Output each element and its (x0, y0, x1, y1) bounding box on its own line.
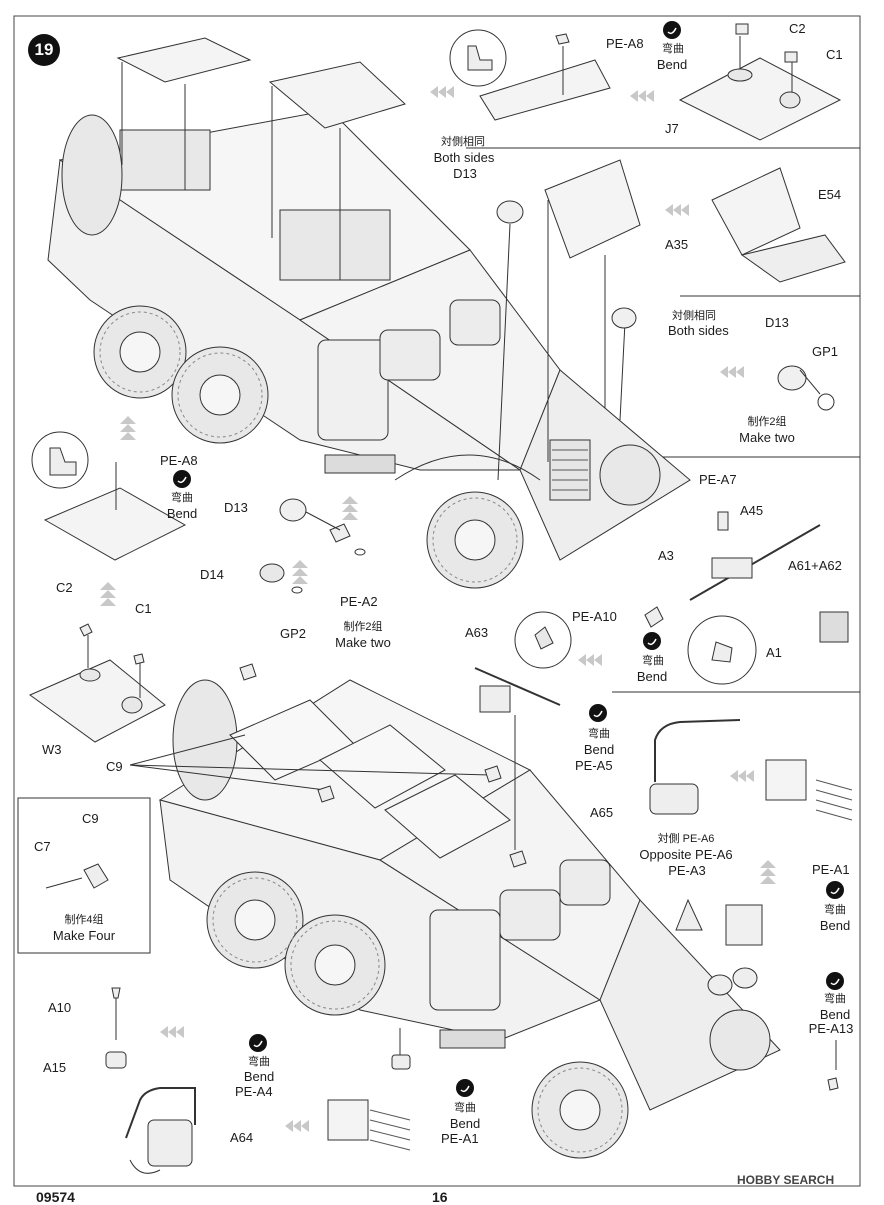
label-c2-top: C2 (789, 21, 806, 36)
label-pe-a10: PE-A10 (572, 609, 617, 624)
bend-cn-3: 弯曲 (642, 655, 664, 667)
label-a1: A1 (766, 645, 782, 660)
label-a65: A65 (590, 805, 614, 820)
label-d13-top: D13 (453, 166, 477, 181)
label-gp1: GP1 (812, 344, 839, 359)
label-c7: C7 (34, 839, 51, 854)
label-c9-inset: C9 (82, 811, 99, 826)
label-a35: A35 (665, 237, 689, 252)
opp-pe-a6-cn: 対側 PE-A6 (657, 833, 715, 845)
label-pe-a1-right: PE-A1 (812, 862, 850, 877)
bend-cn-8: 弯曲 (454, 1102, 476, 1114)
label-c2-left: C2 (56, 580, 73, 595)
bend-cn-6: 弯曲 (824, 993, 846, 1005)
bend-cn-1: 弯曲 (662, 43, 684, 55)
make4-cn: 制作4组 (64, 914, 104, 926)
both-sides-cn-2: 対側相同 (672, 310, 716, 322)
label-pe-a8-top: PE-A8 (606, 36, 644, 51)
footer-page-number: 16 (432, 1189, 448, 1205)
step-number: 19 (34, 40, 54, 59)
watermark: HOBBY SEARCH (737, 1173, 835, 1187)
bend-cn-7: 弯曲 (248, 1056, 270, 1068)
bend-en-8: Bend (449, 1116, 481, 1131)
label-a61-a62: A61+A62 (788, 558, 842, 573)
label-d13-mid: D13 (224, 500, 248, 515)
bend-en-6: Bend (819, 1007, 851, 1022)
make-two-2: Make two (335, 635, 391, 650)
bend-en-5: Bend (819, 918, 851, 933)
label-pe-a3: PE-A3 (668, 863, 706, 878)
make-two-1: Make two (739, 430, 795, 445)
label-pe-a4: PE-A4 (235, 1084, 273, 1099)
label-a15: A15 (43, 1060, 67, 1075)
step-badge (28, 34, 60, 66)
make-four: Make Four (52, 928, 116, 943)
opp-pe-a6-en: Opposite PE-A6 (639, 847, 733, 862)
label-gp2: GP2 (280, 626, 307, 641)
label-c1-left: C1 (135, 601, 152, 616)
make2-cn-1: 制作2组 (747, 416, 787, 428)
label-a10: A10 (48, 1000, 72, 1015)
label-a45: A45 (740, 503, 764, 518)
bend-en-7: Bend (243, 1069, 275, 1084)
label-e54: E54 (818, 187, 842, 202)
label-d14: D14 (200, 567, 224, 582)
label-j7: J7 (665, 121, 679, 136)
label-pe-a13: PE-A13 (808, 1021, 854, 1036)
bend-en-4: Bend (583, 742, 615, 757)
bend-en-3: Bend (636, 669, 668, 684)
label-d13-right: D13 (765, 315, 789, 330)
label-c1-top: C1 (826, 47, 843, 62)
label-a63: A63 (465, 625, 489, 640)
label-pe-a8-left: PE-A8 (160, 453, 198, 468)
make2-cn-2: 制作2组 (343, 621, 383, 633)
bend-en-2: Bend (166, 506, 198, 521)
vehicle-lower (158, 679, 781, 1159)
footer-code: 09574 (36, 1189, 75, 1205)
label-a64: A64 (230, 1130, 254, 1145)
vehicle-upper (47, 37, 691, 589)
label-pe-a1-bottom: PE-A1 (441, 1131, 479, 1146)
bend-cn-5: 弯曲 (824, 904, 846, 916)
bend-cn-4: 弯曲 (588, 728, 610, 740)
both-sides-en-1: Both sides (433, 150, 495, 165)
bend-cn-2: 弯曲 (171, 492, 193, 504)
label-pe-a7: PE-A7 (699, 472, 737, 487)
label-w3: W3 (42, 742, 62, 757)
label-pe-a5: PE-A5 (575, 758, 613, 773)
both-sides-en-2: Both sides (668, 323, 729, 338)
both-sides-cn-1: 対側相同 (441, 136, 485, 148)
label-c9-main: C9 (106, 759, 123, 774)
label-pe-a2: PE-A2 (340, 594, 378, 609)
label-a3: A3 (658, 548, 674, 563)
bend-en-1: Bend (656, 57, 688, 72)
